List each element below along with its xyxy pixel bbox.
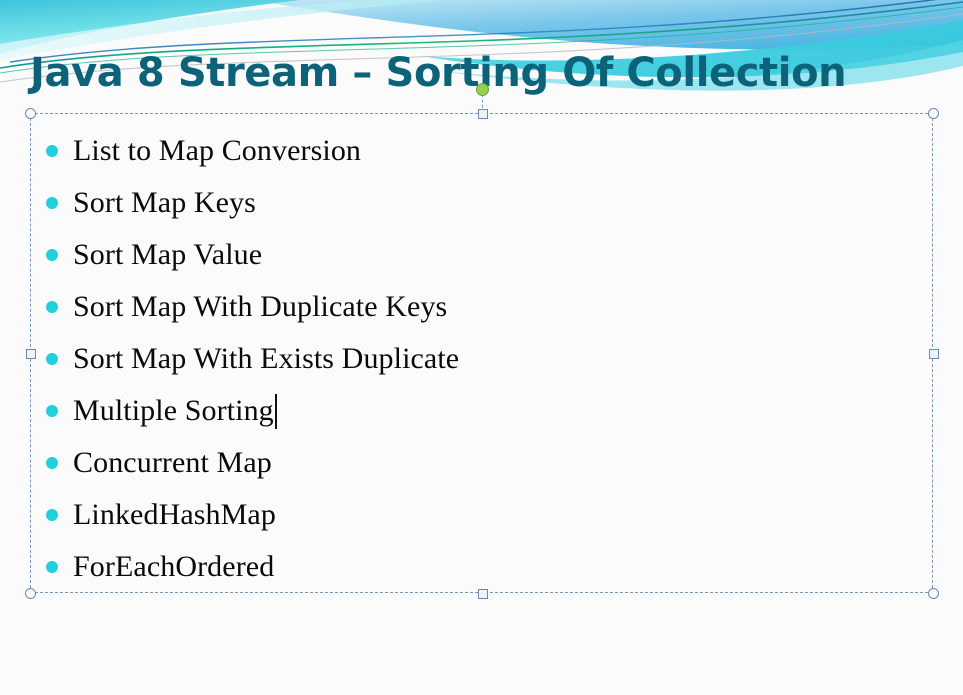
handle-bottom-left[interactable]	[25, 588, 36, 599]
bullet-dot-icon	[46, 509, 58, 521]
list-item[interactable]: Sort Map With Duplicate Keys	[31, 281, 932, 333]
list-item[interactable]: LinkedHashMap	[31, 489, 932, 541]
list-item[interactable]: Sort Map Keys	[31, 177, 932, 229]
list-item-label: Sort Map Keys	[73, 186, 256, 219]
header-wave-decoration	[0, 0, 963, 91]
handle-bottom-center[interactable]	[478, 589, 488, 599]
bullet-dot-icon	[46, 301, 58, 313]
list-item[interactable]: Sort Map Value	[31, 229, 932, 281]
handle-top-right[interactable]	[928, 108, 939, 119]
list-item[interactable]: Concurrent Map	[31, 437, 932, 489]
list-item-label: ForEachOrdered	[73, 550, 275, 583]
bullet-dot-icon	[46, 457, 58, 469]
list-item[interactable]: ForEachOrdered	[31, 541, 932, 593]
bullet-dot-icon	[46, 405, 58, 417]
list-item-label: Sort Map With Exists Duplicate	[73, 342, 460, 375]
list-item[interactable]: Sort Map With Exists Duplicate	[31, 333, 932, 385]
list-item-focused[interactable]: Multiple Sorting	[31, 385, 932, 437]
handle-top-left[interactable]	[25, 108, 36, 119]
list-item-label: Multiple Sorting	[73, 394, 274, 427]
rotate-handle-stem	[482, 89, 483, 113]
text-cursor-caret	[274, 393, 277, 429]
content-placeholder[interactable]: List to Map Conversion Sort Map Keys Sor…	[30, 113, 933, 593]
bullet-dot-icon	[46, 353, 58, 365]
handle-bottom-right[interactable]	[928, 588, 939, 599]
handle-middle-left[interactable]	[26, 349, 36, 359]
handle-top-center[interactable]	[478, 109, 488, 119]
bullet-dot-icon	[46, 145, 58, 157]
bullet-dot-icon	[46, 561, 58, 573]
list-item[interactable]: List to Map Conversion	[31, 125, 932, 177]
list-item-label: Sort Map Value	[73, 238, 263, 271]
slide-title[interactable]: Java 8 Stream – Sorting Of Collection	[30, 50, 847, 96]
rotate-handle[interactable]	[476, 83, 489, 96]
handle-middle-right[interactable]	[929, 349, 939, 359]
bullet-list: List to Map Conversion Sort Map Keys Sor…	[31, 114, 932, 593]
list-item-label: LinkedHashMap	[73, 498, 276, 531]
bullet-dot-icon	[46, 249, 58, 261]
bullet-dot-icon	[46, 197, 58, 209]
list-item-label: Concurrent Map	[73, 446, 272, 479]
list-item-label: List to Map Conversion	[73, 134, 362, 167]
list-item-label: Sort Map With Duplicate Keys	[73, 290, 448, 323]
